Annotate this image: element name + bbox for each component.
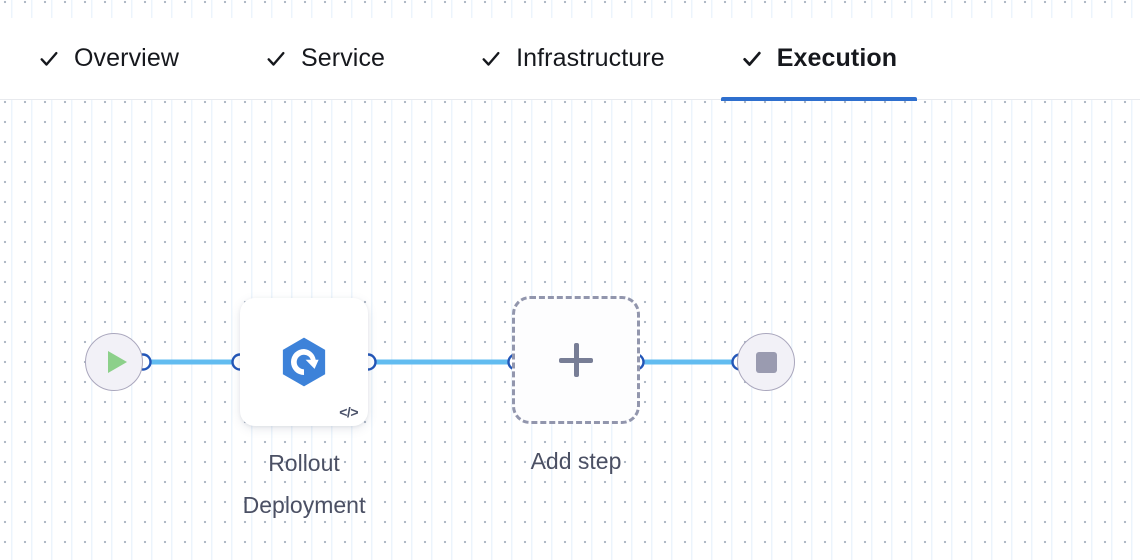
end-node[interactable] (737, 333, 795, 391)
check-icon (267, 51, 285, 66)
plus-icon (559, 343, 593, 377)
rollout-deployment-icon (282, 337, 326, 387)
wizard-tab-bar: Overview Service Infrastructure Executio… (0, 18, 1140, 101)
execution-flow-graph: </> Rollout Deployment Add step (0, 100, 1140, 560)
check-icon (482, 51, 500, 66)
tab-active-underline (720, 96, 918, 101)
add-step-node[interactable] (512, 296, 640, 424)
code-icon[interactable]: </> (339, 404, 358, 420)
tab-service-label: Service (301, 44, 386, 72)
start-node[interactable] (85, 333, 143, 391)
check-icon (743, 51, 761, 66)
step-node-rollout-deployment[interactable]: </> (240, 298, 368, 426)
tab-execution[interactable]: Execution (720, 18, 918, 101)
tab-service[interactable]: Service (265, 18, 385, 100)
stop-icon (755, 351, 777, 373)
check-icon (40, 51, 58, 66)
tab-infrastructure-label: Infrastructure (516, 44, 665, 72)
tab-overview[interactable]: Overview (38, 18, 179, 100)
tab-overview-label: Overview (74, 44, 179, 72)
tab-infrastructure[interactable]: Infrastructure (480, 18, 665, 100)
play-icon (107, 351, 127, 373)
tab-execution-label: Execution (776, 44, 898, 72)
